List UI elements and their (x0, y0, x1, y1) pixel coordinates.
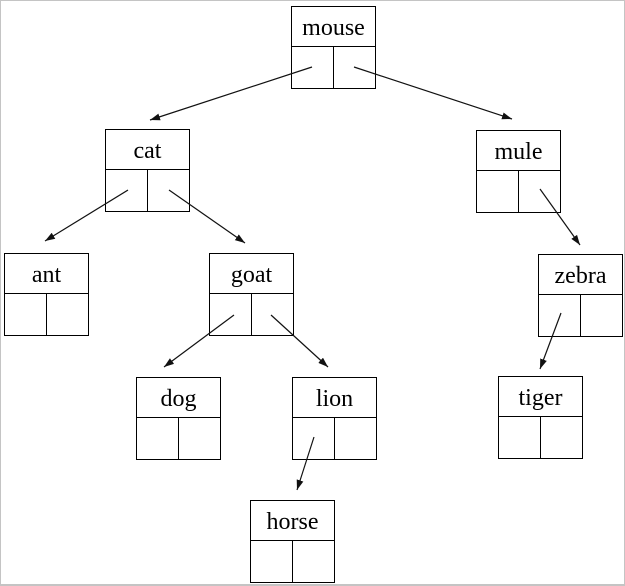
node-label-cat: cat (106, 130, 189, 170)
right-pointer-cell (333, 47, 375, 88)
left-pointer-cell (292, 47, 333, 88)
node-label-mouse: mouse (292, 7, 375, 47)
pointer-cells (499, 417, 582, 458)
left-pointer-cell (539, 295, 580, 336)
node-label-mule: mule (477, 131, 560, 171)
right-pointer-cell (292, 541, 334, 582)
right-pointer-cell (580, 295, 622, 336)
pointer-cells (251, 541, 334, 582)
pointer-cells (106, 170, 189, 211)
node-label-zebra: zebra (539, 255, 622, 295)
left-pointer-cell (499, 417, 540, 458)
right-pointer-cell (46, 294, 88, 335)
node-label-horse: horse (251, 501, 334, 541)
right-pointer-cell (334, 418, 376, 459)
tree-node-goat: goat (209, 253, 294, 336)
right-pointer-cell (518, 171, 560, 212)
left-pointer-cell (477, 171, 518, 212)
right-pointer-cell (178, 418, 220, 459)
node-label-dog: dog (137, 378, 220, 418)
left-pointer-cell (106, 170, 147, 211)
left-pointer-cell (251, 541, 292, 582)
node-label-tiger: tiger (499, 377, 582, 417)
pointer-cells (292, 47, 375, 88)
pointer-cells (539, 295, 622, 336)
left-pointer-cell (210, 294, 251, 335)
right-pointer-cell (540, 417, 582, 458)
tree-node-ant: ant (4, 253, 89, 336)
tree-node-mouse: mouse (291, 6, 376, 89)
pointer-cells (137, 418, 220, 459)
right-pointer-cell (147, 170, 189, 211)
node-label-goat: goat (210, 254, 293, 294)
tree-node-tiger: tiger (498, 376, 583, 459)
left-pointer-cell (5, 294, 46, 335)
node-label-lion: lion (293, 378, 376, 418)
left-pointer-cell (293, 418, 334, 459)
pointer-cells (210, 294, 293, 335)
pointer-cells (293, 418, 376, 459)
tree-node-cat: cat (105, 129, 190, 212)
pointer-cells (477, 171, 560, 212)
tree-node-lion: lion (292, 377, 377, 460)
node-label-ant: ant (5, 254, 88, 294)
tree-node-horse: horse (250, 500, 335, 583)
tree-node-dog: dog (136, 377, 221, 460)
left-pointer-cell (137, 418, 178, 459)
tree-node-mule: mule (476, 130, 561, 213)
right-pointer-cell (251, 294, 293, 335)
tree-node-zebra: zebra (538, 254, 623, 337)
pointer-cells (5, 294, 88, 335)
